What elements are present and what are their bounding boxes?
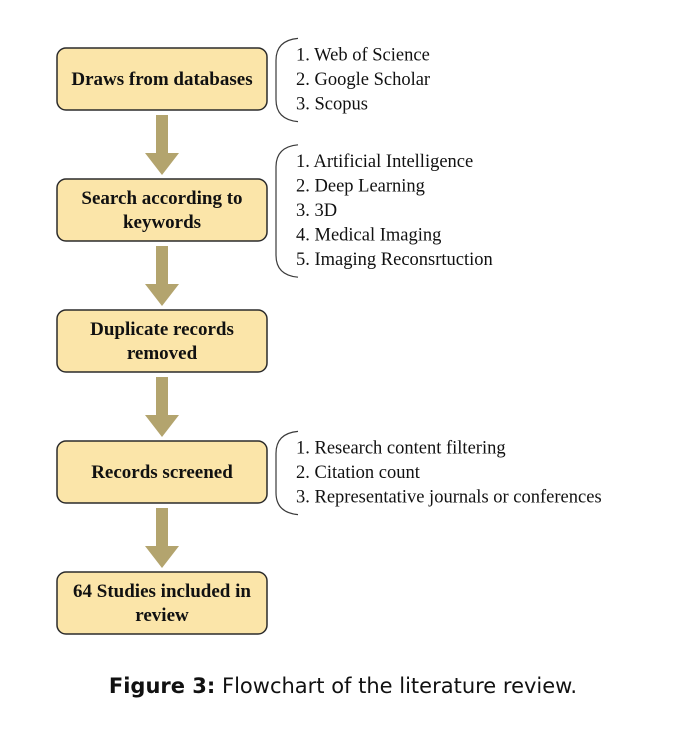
- criteria-item: 3. Representative journals or conference…: [296, 488, 602, 508]
- criteria-item: 2. Citation count: [296, 463, 421, 483]
- flow-step-label: Records screened: [91, 462, 233, 483]
- flow-arrow-4: [145, 508, 179, 568]
- flow-arrow-2: [145, 246, 179, 306]
- criteria-item: 1. Research content filtering: [296, 438, 506, 458]
- criteria-item: 1. Artificial Intelligence: [296, 152, 473, 172]
- criteria-item: 2. Deep Learning: [296, 176, 425, 196]
- flow-step-label: keywords: [123, 212, 201, 233]
- flow-step-box: [56, 178, 268, 242]
- criteria-item: 3. Scopus: [296, 95, 368, 115]
- criteria-list-2: 1. Artificial Intelligence 2. Deep Learni…: [275, 144, 493, 278]
- flow-step-label: review: [135, 605, 189, 626]
- criteria-item: 1. Web of Science: [296, 45, 430, 65]
- criteria-list-3: 1. Research content filtering 2. Citation…: [275, 430, 602, 516]
- flow-step-box: [56, 440, 268, 504]
- criteria-item: 5. Imaging Reconsrtuction: [296, 250, 493, 270]
- flow-step-box: [56, 47, 268, 111]
- flow-step-box: [56, 309, 268, 373]
- criteria-item: 3. 3D: [296, 201, 337, 221]
- figure-caption: Figure 3: Flowchart of the literature re…: [0, 674, 686, 698]
- flow-step-label: Search according to: [81, 188, 242, 209]
- flow-step-box: [56, 571, 268, 635]
- flow-step-label: Duplicate records: [90, 319, 234, 340]
- flow-step-label: 64 Studies included in: [73, 581, 251, 602]
- bracket: [275, 430, 299, 516]
- flow-step-5: 64 Studies included in review: [56, 571, 268, 635]
- flow-step-label: Draws from databases: [71, 69, 252, 90]
- flow-step-1: Draws from databases: [56, 47, 268, 111]
- criteria-item: 4. Medical Imaging: [296, 226, 441, 246]
- flow-step-2: Search according to keywords: [56, 178, 268, 242]
- bracket: [275, 144, 299, 278]
- criteria-item: 2. Google Scholar: [296, 70, 430, 90]
- caption-text: Flowchart of the literature review.: [215, 674, 578, 698]
- flow-step-4: Records screened: [56, 440, 268, 504]
- caption-label: Figure 3:: [108, 674, 216, 698]
- criteria-list-1: 1. Web of Science 2. Google Scholar 3. Sco…: [275, 37, 430, 123]
- flow-step-label: removed: [127, 343, 198, 364]
- flow-arrow-1: [145, 115, 179, 175]
- flow-arrow-3: [145, 377, 179, 437]
- flow-step-3: Duplicate records removed: [56, 309, 268, 373]
- bracket: [275, 37, 299, 123]
